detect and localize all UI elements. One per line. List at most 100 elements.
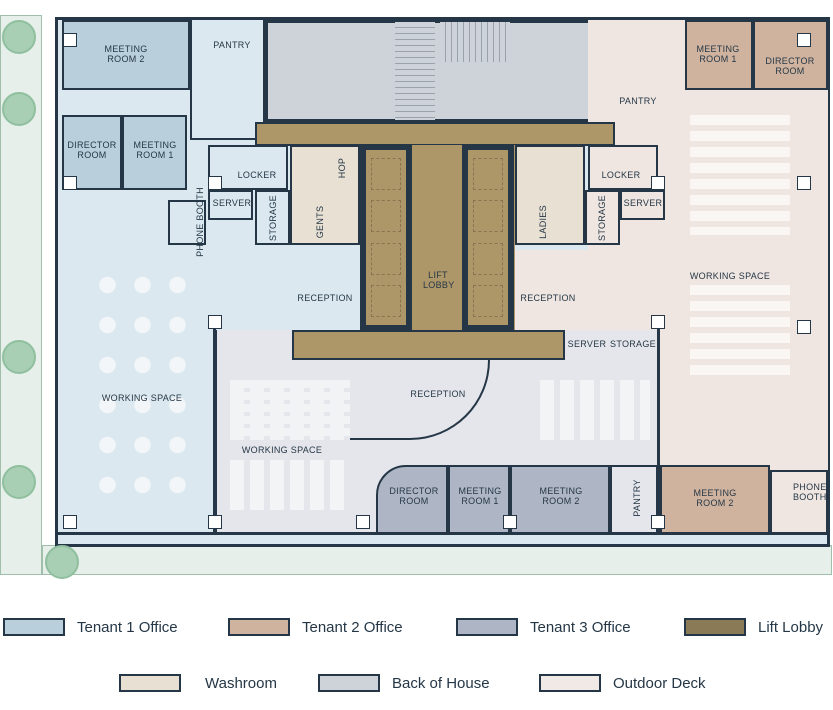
label-t2-server: SERVER (623, 198, 663, 208)
legend-swatch (3, 618, 65, 636)
lift-car (371, 285, 401, 317)
desk-cluster (90, 265, 195, 505)
label-t3-working-space: WORKING SPACE (241, 445, 323, 455)
tenant2-locker (588, 145, 658, 190)
label-t3-pantry: PANTRY (632, 479, 642, 517)
legend-swatch (684, 618, 746, 636)
tenant1-storage (255, 190, 290, 245)
lift-lobby-top-band (255, 122, 615, 146)
label-t2-reception: RECEPTION (520, 293, 576, 303)
legend-swatch (119, 674, 181, 692)
label-t1-pantry: PANTRY (213, 40, 251, 50)
desk-cluster (540, 380, 650, 440)
label-gents: GENTS (315, 205, 325, 239)
tenant1-meeting-room-1 (122, 115, 187, 190)
lift-car (473, 200, 503, 232)
lift-car (473, 243, 503, 275)
legend-swatch (456, 618, 518, 636)
desk-cluster (690, 285, 790, 375)
tree (45, 545, 79, 579)
tenant1-reception (255, 250, 360, 330)
column (503, 515, 517, 529)
legend-label: Washroom (205, 674, 277, 692)
back-of-house-core (265, 20, 613, 122)
column (208, 176, 222, 190)
tenant3-pantry (610, 465, 658, 535)
column (651, 515, 665, 529)
tenant2-server (620, 190, 665, 220)
legend-item-washroom: Washroom (119, 674, 277, 692)
label-t1-working-space: WORKING SPACE (101, 393, 183, 403)
legend-swatch (228, 618, 290, 636)
label-t1-phone-booth: PHONE BOOTH (195, 187, 205, 257)
lift-car (371, 158, 401, 190)
lift-car (473, 285, 503, 317)
legend-item-lift-lobby: Lift Lobby (684, 618, 823, 636)
column (63, 33, 77, 47)
column (208, 515, 222, 529)
tenant2-reception (515, 250, 620, 330)
legend-label: Tenant 1 Office (77, 618, 178, 636)
legend-label: Outdoor Deck (613, 674, 706, 692)
tenant2-meeting-room-2 (660, 465, 770, 535)
legend-label: Tenant 3 Office (530, 618, 631, 636)
tenant2-meeting-room-1 (685, 20, 753, 90)
tenant1-phone-booth (168, 200, 206, 245)
legend-item-tenant-2: Tenant 2 Office (228, 618, 403, 636)
lift-lobby-bottom-band (292, 330, 565, 360)
label-t2-phone-booth: PHONE BOOTH (793, 482, 827, 502)
label-t2-meeting-room-2: MEETING ROOM 2 (693, 488, 737, 508)
column (63, 176, 77, 190)
stairs (395, 22, 435, 120)
label-t3-meeting-room-2: MEETING ROOM 2 (539, 486, 583, 506)
label-t2-working-space: WORKING SPACE (689, 271, 771, 281)
label-hop: HOP (337, 157, 347, 179)
label-t1-storage: STORAGE (268, 195, 278, 241)
column (797, 33, 811, 47)
column (651, 176, 665, 190)
legend-label: Lift Lobby (758, 618, 824, 636)
tenant2-phone-booth (770, 470, 828, 535)
label-t2-locker: LOCKER (601, 170, 641, 180)
column (356, 515, 370, 529)
tenant1-pantry (190, 20, 265, 140)
gents-washroom (290, 145, 360, 245)
column (797, 320, 811, 334)
label-t1-reception: RECEPTION (297, 293, 353, 303)
label-t2-server-2: SERVER (567, 339, 607, 349)
label-t1-meeting-room-1: MEETING ROOM 1 (133, 140, 177, 160)
tree (2, 340, 36, 374)
tree (2, 92, 36, 126)
label-t2-pantry: PANTRY (619, 96, 657, 106)
tenant2-storage (585, 190, 620, 245)
label-ladies: LADIES (538, 205, 548, 239)
legend-swatch (318, 674, 380, 692)
tenant1-meeting-room-2 (62, 20, 190, 90)
lift-car (473, 158, 503, 190)
tenant2-pantry-area (610, 20, 685, 120)
label-t2-meeting-room-1: MEETING ROOM 1 (696, 44, 740, 64)
legend-item-back-of-house: Back of House (318, 674, 490, 692)
label-lift-lobby: LIFT LOBBY (423, 270, 455, 290)
label-t3-meeting-room-1: MEETING ROOM 1 (458, 486, 502, 506)
tree (2, 465, 36, 499)
tree (2, 20, 36, 54)
wall (58, 532, 828, 535)
wall (213, 315, 216, 535)
column (208, 315, 222, 329)
label-t3-director-room: DIRECTOR ROOM (389, 486, 439, 506)
desk-cluster (690, 115, 790, 235)
label-t1-director-room: DIRECTOR ROOM (67, 140, 117, 160)
label-t1-meeting-room-2: MEETING ROOM 2 (104, 44, 148, 64)
label-t1-locker: LOCKER (237, 170, 277, 180)
column (63, 515, 77, 529)
lift-car (371, 200, 401, 232)
legend-label: Back of House (392, 674, 490, 692)
legend-item-tenant-1: Tenant 1 Office (3, 618, 178, 636)
tenant2-director-room (753, 20, 828, 90)
desk-cluster (230, 380, 350, 440)
lift-bank-right (468, 150, 508, 325)
desk-cluster (230, 460, 350, 510)
label-t2-storage: STORAGE (597, 195, 607, 241)
outdoor-deck-bottom (42, 545, 832, 575)
